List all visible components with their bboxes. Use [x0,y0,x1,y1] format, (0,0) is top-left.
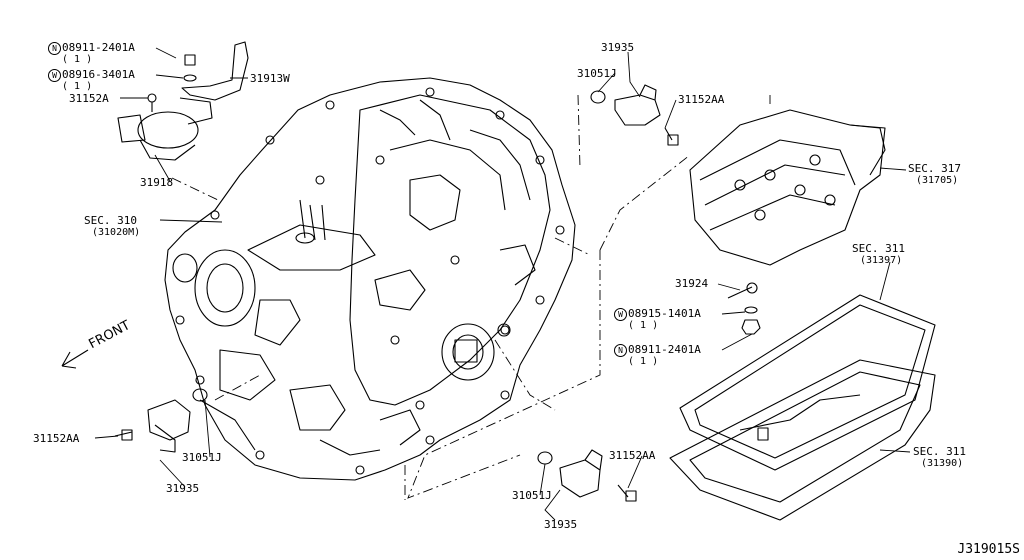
callout-part-number: 31152A [69,92,109,105]
callout-part-number: 31051J [182,451,222,464]
valve-body-31705 [689,109,886,266]
callout-31924: 31924 [675,278,708,290]
oring-case [497,323,511,337]
callout-badge: W [614,308,627,321]
callout-part-number: 31152AA [609,449,656,462]
callout-sec-317: SEC. 317 [908,163,961,175]
callout-part-number: SEC. 311 [913,445,966,458]
dash-dot-guides [171,94,771,500]
pan-gasket-31397 [679,294,936,471]
callout-31918: 31918 [140,177,173,189]
callout-31152aa: 31152AA [609,450,655,462]
callout-31051j: 31051J [512,490,552,502]
callout-31051j: 31051J [182,452,222,464]
oil-pan-31390 [669,359,936,521]
callout-sec-311: SEC. 311 [852,243,905,255]
bracket-31913w [181,41,249,101]
callout-part-number: SEC. 311 [852,242,905,255]
sensor-31935-bottom [537,449,637,502]
callout-part-number: 08915-1401A [628,307,701,320]
callout-part-number: 31924 [675,277,709,290]
callout-part-number: 31913W [250,72,290,85]
callout-part-number: 08916-3401A [62,68,135,81]
callout-31051j: 31051J [577,68,617,80]
callout-31935: 31935 [166,483,199,495]
callout-part-number: 08911-2401A [628,343,701,356]
callout-part-number: 31051J [577,67,617,80]
callout-badge: N [48,42,61,55]
callout-quantity: ( 1 ) [62,81,93,92]
callout-part-number: 31152AA [678,93,725,106]
sensor-31935-top [590,84,679,146]
callout-31152aa: 31152AA [33,433,79,445]
callout-part-number: 31918 [140,176,174,189]
transmission-case [164,77,576,481]
leader-lines [94,47,911,521]
callout-part-number: 31051J [512,489,552,502]
callout-quantity: ( 1 ) [628,356,659,367]
callout-31152a: 31152A [69,93,109,105]
callout-31913w: 31913W [250,73,290,85]
callout-sec-311: SEC. 311 [913,446,966,458]
bolt-31924 [727,282,761,335]
callout-quantity: (31397) [860,255,903,266]
sensor-31918 [117,93,213,161]
callout-part-number: 08911-2401A [62,41,135,54]
callout-badge: N [614,344,627,357]
callout-31152aa: 31152AA [678,94,724,106]
callout-sec-310: SEC. 310 [84,215,137,227]
diagram-code: J319015S [957,542,1020,557]
callout-part-number: SEC. 317 [908,162,961,175]
callout-part-number: SEC. 310 [84,214,137,227]
callout-part-number: 31935 [601,41,635,54]
callout-quantity: (31020M) [92,227,141,238]
callout-badge: W [48,69,61,82]
callout-quantity: (31705) [916,175,959,186]
front-arrow-icon [61,349,89,369]
callout-31935: 31935 [544,519,577,531]
callout-quantity: ( 1 ) [62,54,93,65]
callout-part-number: 31152AA [33,432,80,445]
callout-quantity: (31390) [921,458,964,469]
callout-quantity: ( 1 ) [628,320,659,331]
callout-part-number: 31935 [166,482,200,495]
sensor-31935-left [114,388,208,453]
callout-31935: 31935 [601,42,634,54]
callout-part-number: 31935 [544,518,578,531]
